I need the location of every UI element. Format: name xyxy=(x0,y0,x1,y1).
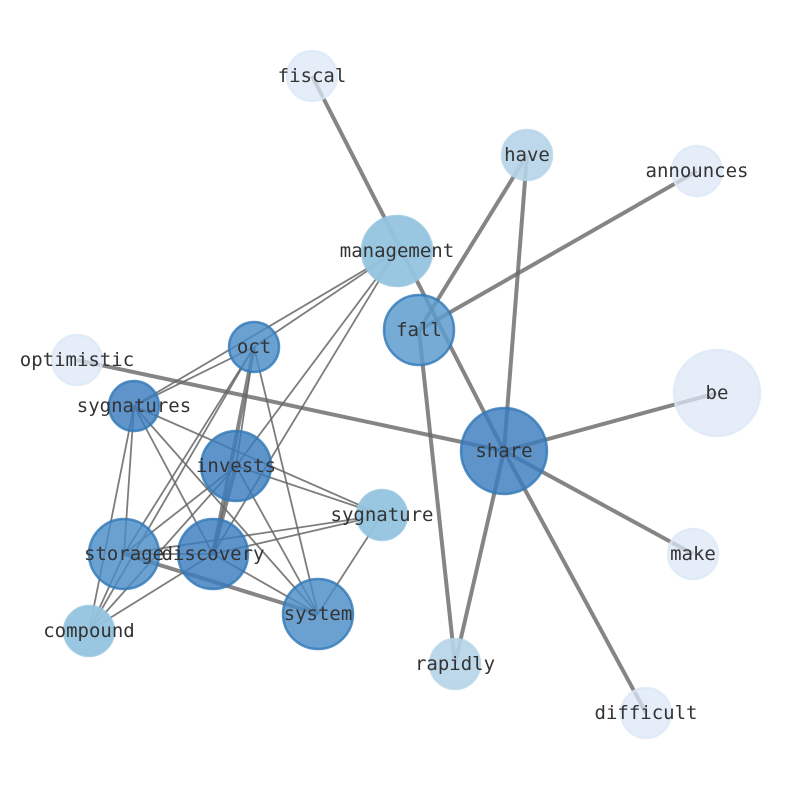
edge-optimistic-share xyxy=(76,358,505,453)
edge-management-invests xyxy=(235,250,398,467)
node-label-sygnatures: sygnatures xyxy=(77,395,191,417)
node-fiscal[interactable] xyxy=(285,49,339,103)
node-have[interactable] xyxy=(500,128,554,182)
node-sygnatures[interactable] xyxy=(107,379,161,433)
edge-fall-rapidly xyxy=(417,329,457,665)
node-label-fall: fall xyxy=(396,319,442,341)
node-discovery[interactable] xyxy=(176,517,250,591)
edge-share-difficult xyxy=(502,450,648,714)
node-label-difficult: difficult xyxy=(595,702,698,724)
node-be[interactable] xyxy=(672,348,762,438)
node-label-optimistic: optimistic xyxy=(20,349,134,371)
node-invests[interactable] xyxy=(199,429,273,503)
node-system[interactable] xyxy=(281,577,355,651)
node-label-invests: invests xyxy=(196,455,276,477)
node-label-share: share xyxy=(475,440,532,462)
node-announces[interactable] xyxy=(670,144,724,198)
edge-oct-storage xyxy=(123,346,255,555)
edge-management-discovery xyxy=(212,250,398,555)
node-fall[interactable] xyxy=(382,293,456,367)
node-label-discovery: discovery xyxy=(162,543,265,565)
node-label-oct: oct xyxy=(237,336,271,358)
node-label-make: make xyxy=(670,543,716,565)
node-label-storage: storage xyxy=(84,543,164,565)
node-difficult[interactable] xyxy=(619,686,673,740)
edge-announces-fall xyxy=(418,169,698,332)
node-compound[interactable] xyxy=(62,604,116,658)
node-rapidly[interactable] xyxy=(428,637,482,691)
node-label-announces: announces xyxy=(646,160,749,182)
node-make[interactable] xyxy=(666,527,720,581)
edge-sygnatures-compound xyxy=(88,405,135,632)
node-optimistic[interactable] xyxy=(50,333,104,387)
node-label-sygnature: sygnature xyxy=(331,504,434,526)
node-sygnature[interactable] xyxy=(355,488,409,542)
node-label-system: system xyxy=(284,603,353,625)
nodes-layer xyxy=(50,49,762,740)
edge-oct-system xyxy=(253,346,319,615)
node-label-fiscal: fiscal xyxy=(278,65,347,87)
node-share[interactable] xyxy=(459,406,549,496)
edge-have-share xyxy=(502,154,529,452)
node-oct[interactable] xyxy=(227,320,281,374)
node-storage[interactable] xyxy=(87,517,161,591)
node-management[interactable] xyxy=(360,214,434,288)
node-label-have: have xyxy=(504,144,550,166)
node-label-management: management xyxy=(340,240,454,262)
labels-layer: fiscal have announces management fall optimis… xyxy=(20,65,749,724)
node-label-rapidly: rapidly xyxy=(415,653,495,675)
edge-storage-sygnature xyxy=(123,514,383,555)
node-label-be: be xyxy=(706,382,729,404)
node-label-compound: compound xyxy=(43,620,135,642)
